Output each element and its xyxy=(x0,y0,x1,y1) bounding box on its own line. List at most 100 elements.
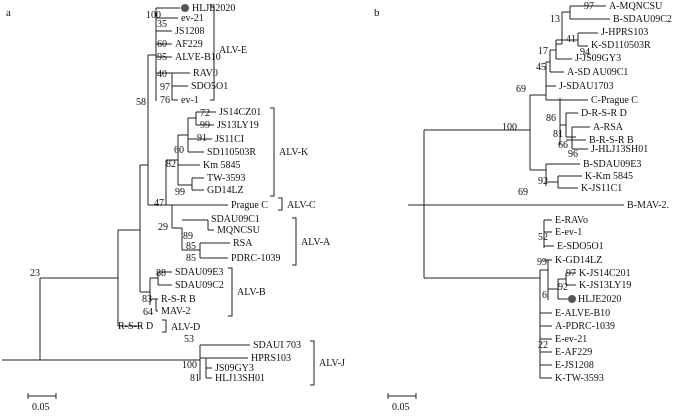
bootstrap-value: 92 xyxy=(538,176,548,187)
taxon-label: A-RSA xyxy=(593,122,624,133)
taxon-label: C-Prague C xyxy=(591,95,638,106)
group-label-alv-k: ALV-K xyxy=(279,147,309,158)
taxon-label: K-SD110503R xyxy=(591,40,651,51)
taxon-label: K-JS14C201 xyxy=(579,268,631,279)
bootstrap-value: 6 xyxy=(542,290,547,301)
panel-a-label: a xyxy=(6,7,11,19)
group-label-alv-d: ALV-D xyxy=(171,322,200,333)
bootstrap-value: 66 xyxy=(558,140,568,151)
taxon-label: B-R-S-R B xyxy=(589,135,634,146)
bootstrap-value: 92 xyxy=(558,282,568,293)
reference-strain-marker-b xyxy=(568,295,576,303)
group-label-alv-j: ALV-J xyxy=(319,358,345,369)
bootstrap-value: 99 xyxy=(200,120,210,131)
taxon-label: JS11CI xyxy=(215,134,244,145)
panel-b-label: b xyxy=(374,7,380,19)
taxon-label: HLJE2020 xyxy=(578,294,621,305)
taxon-label: Prague C xyxy=(231,200,268,211)
bootstrap-value: 85 xyxy=(186,241,196,252)
taxon-label: E-ALVE-B10 xyxy=(555,308,610,319)
taxon-label: J-HLJ13SH01 xyxy=(591,144,648,155)
taxon-label: R-S-R B xyxy=(161,294,196,305)
bootstrap-value: 72 xyxy=(200,108,210,119)
bootstrap-value: 94 xyxy=(580,47,590,58)
taxon-label: SDO5O1 xyxy=(191,81,228,92)
bootstrap-value: 96 xyxy=(568,149,578,160)
taxon-label: B-SDAU09C2 xyxy=(613,14,672,25)
scale-bar-b-label: 0.05 xyxy=(392,402,410,412)
taxon-label: ev-1 xyxy=(181,95,199,106)
bootstrap-value: 91 xyxy=(197,133,207,144)
taxon-label: SDAU09C1 xyxy=(211,214,260,225)
taxon-label: B-MAV-2. xyxy=(627,200,669,211)
taxon-label: AF229 xyxy=(175,39,203,50)
group-label-alv-a: ALV-A xyxy=(301,237,331,248)
bootstrap-value: 99 xyxy=(175,187,185,198)
taxon-label: K-TW-3593 xyxy=(555,373,604,384)
taxon-label: MQNCSU xyxy=(217,225,261,236)
bootstrap-value: 13 xyxy=(550,14,560,25)
bootstrap-value: 100 xyxy=(146,10,161,21)
taxon-label: E-RAVo xyxy=(555,215,588,226)
bracket-alv-d xyxy=(162,319,167,333)
taxon-label: ev-21 xyxy=(181,13,204,24)
bootstrap-value: 95 xyxy=(157,52,167,63)
bootstrap-value: 100 xyxy=(182,360,197,371)
taxon-label: SDAU09E3 xyxy=(175,267,223,278)
bootstrap-value: 64 xyxy=(143,307,153,318)
bootstrap-value: 69 xyxy=(518,187,528,198)
bootstrap-value: 97 xyxy=(160,82,170,93)
taxon-label: JS09GY3 xyxy=(215,363,254,374)
bootstrap-value: 100 xyxy=(502,122,517,133)
bootstrap-value: 88 xyxy=(156,268,166,279)
bootstrap-value: 97 xyxy=(584,1,594,12)
bracket-alv-a xyxy=(292,217,297,266)
bootstrap-value: 40 xyxy=(157,69,167,80)
taxon-label: JS1208 xyxy=(175,26,204,37)
bootstrap-value: 89 xyxy=(183,231,193,242)
taxon-label: RAV0 xyxy=(193,68,218,79)
group-label-alv-e: ALV-E xyxy=(219,45,247,56)
taxon-label: JS13LY19 xyxy=(217,120,259,131)
taxon-label: ALVE-B10 xyxy=(175,52,221,63)
taxon-label: A-SD AU09C1 xyxy=(567,67,628,78)
bootstrap-value: 52 xyxy=(538,232,548,243)
bootstrap-value: 17 xyxy=(538,46,548,57)
taxon-label: TW-3593 xyxy=(207,173,245,184)
taxon-label: K-JS11C1 xyxy=(581,183,622,194)
scale-bar-a-label: 0.05 xyxy=(32,402,50,412)
taxon-label: J-SDAU1703 xyxy=(559,81,613,92)
taxon-label: E-JS1208 xyxy=(555,360,594,371)
bootstrap-value: 69 xyxy=(516,84,526,95)
bootstrap-value: 76 xyxy=(160,95,170,106)
bootstrap-value: 58 xyxy=(136,97,146,108)
taxon-label: E-ev-21 xyxy=(555,334,587,345)
bracket-alv-k xyxy=(270,107,275,197)
taxon-label: SD110503R xyxy=(207,147,256,158)
taxon-label: SDAU09C2 xyxy=(175,280,224,291)
bootstrap-value: 41 xyxy=(566,34,576,45)
taxon-label: PDRC-1039 xyxy=(231,253,280,264)
taxon-label: A-PDRC-1039 xyxy=(555,321,615,332)
taxon-label: GD14LZ xyxy=(207,185,244,196)
taxon-label: E-SDO5O1 xyxy=(557,241,604,252)
taxon-label: JS14CZ01 xyxy=(219,107,261,118)
bootstrap-value: 60 xyxy=(157,39,167,50)
bootstrap-value: 81 xyxy=(553,129,563,140)
bootstrap-value: 97 xyxy=(566,268,576,279)
taxon-label: RSA xyxy=(233,238,253,249)
bootstrap-value: 22 xyxy=(538,340,548,351)
bootstrap-value: 81 xyxy=(190,373,200,384)
bootstrap-value: 99 xyxy=(537,257,547,268)
taxon-label: HLJ13SH01 xyxy=(215,373,265,384)
bootstrap-value: 60 xyxy=(174,145,184,156)
bootstrap-value: 86 xyxy=(546,113,556,124)
taxon-label: E-ev-1 xyxy=(555,227,582,238)
bootstrap-value: 47 xyxy=(154,198,164,209)
bootstrap-value: 53 xyxy=(184,334,194,345)
group-label-alv-c: ALV-C xyxy=(287,200,316,211)
bootstrap-value: 45 xyxy=(536,62,546,73)
taxon-label: B-SDAU09E3 xyxy=(583,159,641,170)
